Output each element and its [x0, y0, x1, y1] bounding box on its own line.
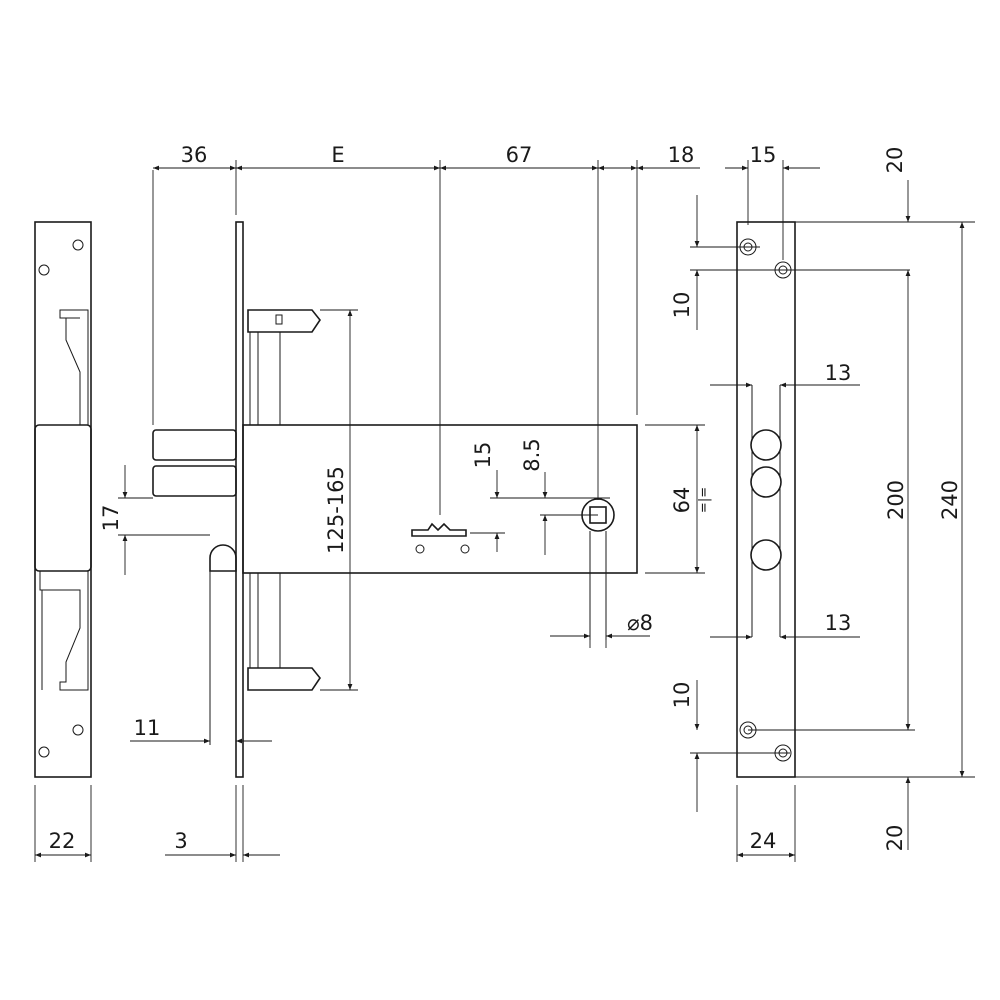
dim-17-label: 17 — [99, 505, 123, 532]
dim-square-8-label: ⌀8 — [627, 611, 653, 635]
dim-18-label: 18 — [668, 143, 695, 167]
dim-15-mid-label: 15 — [471, 442, 495, 469]
dim-10-top-label: 10 — [670, 292, 694, 319]
lock-body-front-view — [152, 221, 638, 778]
dim-13-bottom-label: 13 — [825, 611, 852, 635]
dim-64-note: =|= — [697, 487, 712, 513]
dim-36-label: 36 — [181, 143, 208, 167]
dim-10-bottom-label: 10 — [670, 682, 694, 709]
dim-67-label: 67 — [506, 143, 533, 167]
dim-240-label: 240 — [938, 480, 962, 520]
dimension-lines — [34, 160, 975, 862]
dim-8-5-label: 8.5 — [520, 438, 544, 471]
dim-20-top-label: 20 — [883, 147, 907, 174]
dim-22-label: 22 — [49, 829, 76, 853]
dim-200-label: 200 — [884, 480, 908, 520]
dim-15-top-label: 15 — [750, 143, 777, 167]
dimension-labels: 36 E 67 18 15 20 10 13 15 8.5 64 =|= 125… — [49, 143, 962, 853]
dim-20-bottom-label: 20 — [883, 825, 907, 852]
dim-e-label: E — [331, 143, 344, 167]
dim-13-top-label: 13 — [825, 361, 852, 385]
dim-11-label: 11 — [134, 716, 161, 740]
dim-3-label: 3 — [174, 829, 187, 853]
dim-125-165-label: 125-165 — [324, 466, 348, 554]
dim-24-label: 24 — [750, 829, 777, 853]
dim-64-label: 64 — [670, 487, 694, 514]
faceplate-front-view — [736, 221, 796, 778]
strike-plate-side-view — [34, 221, 92, 778]
